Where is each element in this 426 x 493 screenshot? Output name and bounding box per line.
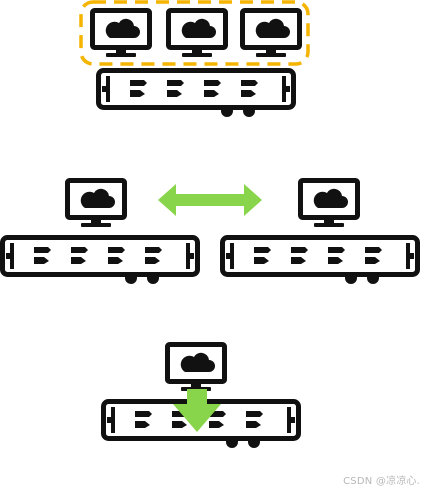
consolidation-group: [79, 0, 310, 118]
double-arrow-icon: [158, 184, 262, 216]
cloud-monitor-icon: [169, 11, 226, 58]
watermark: CSDN @凉凉心.: [343, 476, 420, 487]
cloud-monitor-icon: [301, 181, 358, 228]
server-icon: [3, 238, 198, 285]
cloud-monitor-icon: [93, 11, 150, 58]
cloud-monitor-icon: [68, 181, 125, 228]
cloud-monitor-icon: [168, 345, 225, 392]
cloud-monitor-icon: [243, 11, 300, 58]
deployment-group: [104, 345, 299, 449]
server-icon: [223, 238, 418, 285]
migration-group: [3, 181, 418, 285]
down-arrow-icon: [173, 389, 221, 432]
server-icon: [99, 71, 294, 118]
vm-group-highlight: [79, 0, 310, 66]
